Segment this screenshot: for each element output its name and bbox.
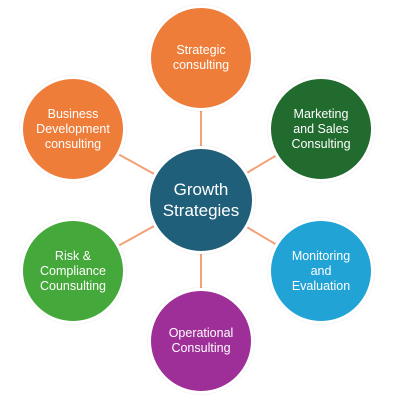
operational-consulting-label: Operational Consulting [168, 326, 234, 355]
strategic-consulting-node: Strategic consulting [148, 5, 254, 111]
growth-strategies-center-node: Growth Strategies [147, 146, 255, 254]
business-development-node: Business Development consulting [20, 76, 126, 182]
risk-compliance-node: Risk & Compliance Counsulting [20, 218, 126, 324]
marketing-sales-node: Marketing and Sales Consulting [268, 76, 374, 182]
risk-compliance-label: Risk & Compliance Counsulting [39, 248, 106, 293]
growth-strategies-label: Growth Strategies [162, 180, 240, 220]
strategic-consulting-label: Strategic consulting [172, 43, 230, 72]
marketing-sales-label: Marketing and Sales Consulting [291, 106, 351, 151]
business-development-label: Business Development consulting [36, 106, 110, 151]
monitoring-evaluation-node: Monitoring and Evaluation [268, 218, 374, 324]
operational-consulting-node: Operational Consulting [148, 288, 254, 394]
monitoring-evaluation-label: Monitoring and Evaluation [291, 248, 351, 293]
